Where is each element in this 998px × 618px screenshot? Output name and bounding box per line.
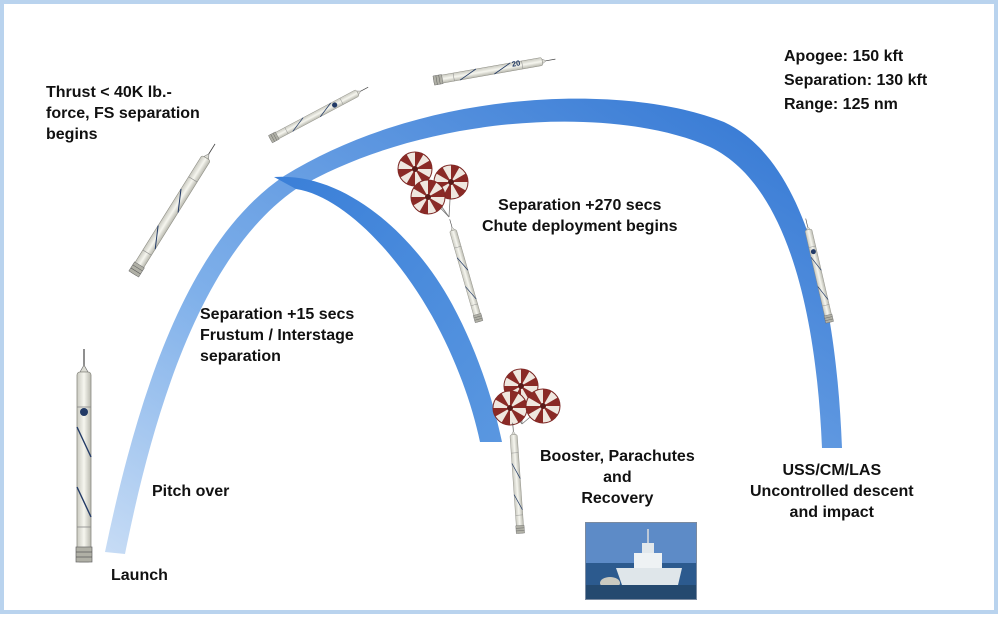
thrust-annotation: Thrust < 40K lb.- force, FS separation b… [46, 84, 200, 143]
chute-deployment-annotation: Separation +270 secs Chute deployment be… [482, 197, 678, 235]
separation-value: Separation: 130 kft [784, 72, 928, 89]
flight-stats: Apogee: 150 kft Separation: 130 kft Rang… [784, 45, 927, 117]
rocket-marking: 20 [511, 58, 521, 68]
launch-label: Launch [111, 567, 168, 584]
rocket-icon [801, 217, 834, 324]
rocket-icon [268, 83, 371, 144]
uss-descent-annotation: USS/CM/LAS Uncontrolled descent and impa… [750, 462, 914, 521]
pitch-over-label: Pitch over [152, 483, 230, 500]
booster-trajectory [274, 176, 502, 442]
rocket-icon [75, 348, 93, 563]
booster-recovery-annotation: Booster, Parachutes and Recovery [540, 448, 695, 507]
apogee-value: Apogee: 150 kft [784, 48, 904, 65]
frustum-separation-annotation: Separation +15 secs Frustum / Interstage… [200, 306, 355, 365]
flight-profile-diagram: 20 [75, 54, 842, 563]
rocket-icon [128, 140, 221, 278]
recovery-ship-photo [585, 522, 697, 600]
rocket-icon: 20 [432, 54, 557, 86]
range-value: Range: 125 nm [784, 96, 898, 113]
parachute-booster-icon [397, 151, 484, 324]
parachute-booster-icon [492, 368, 561, 534]
